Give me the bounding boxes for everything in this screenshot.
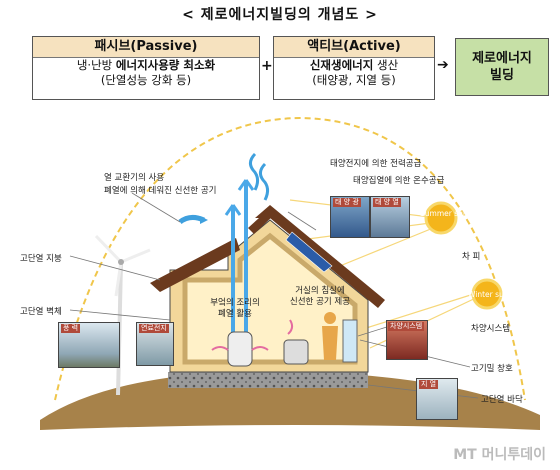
- fuel-cell-photo: 연료전지: [136, 322, 174, 366]
- shading-label: 차 피: [462, 252, 481, 262]
- wind-turbine-hub: [118, 259, 124, 265]
- plus-sign: +: [261, 58, 273, 74]
- thermal-tag: 태 양 열: [373, 198, 401, 207]
- solar-thermal-photo: 태 양 열: [370, 196, 410, 238]
- waste-heat-line-2: 폐열 활용: [218, 309, 252, 319]
- heat-exchanger-icon: [227, 331, 253, 367]
- heat-recovery-label-1: 열 교환기의 사용: [104, 173, 165, 183]
- watermark-logo: MT 머니투데이: [453, 447, 546, 463]
- house-insulation: [182, 232, 358, 365]
- solar-pv-label: 태양전지에 의한 전력공급: [330, 159, 422, 169]
- winter-sun-icon: [471, 278, 503, 310]
- sun-path-arc: [54, 116, 526, 401]
- passive-line-1-bold: 에너지사용량 최소화: [115, 58, 216, 72]
- living-line-2: 신선한 공기 제공: [289, 297, 351, 307]
- person-icon: [322, 326, 338, 360]
- insulated-wall-label: 고단열 벽체: [20, 307, 62, 317]
- shading-system-photo: 차양시스템: [386, 320, 428, 360]
- fuel-cell-tag: 연료전지: [139, 324, 169, 333]
- passive-line-1: 냉·난방 에너지사용량 최소화: [33, 58, 259, 73]
- page-title: < 제로에너지빌딩의 개념도 >: [182, 7, 378, 23]
- passive-heading: 패시브(Passive): [33, 37, 259, 58]
- insulated-roof-label: 고단열 지붕: [20, 254, 62, 264]
- person-head: [324, 312, 336, 324]
- insulated-floor-label: 고단열 바닥: [481, 395, 523, 405]
- heat-recovery-label-2: 폐열에 의해 데워진 신선한 공기: [104, 186, 217, 196]
- winter-sun-label: Winter sun: [468, 290, 509, 299]
- passive-box: 패시브(Passive) 냉·난방 에너지사용량 최소화 (단열성능 강화 등): [32, 36, 260, 100]
- geothermal-photo: 지 열: [416, 378, 458, 420]
- summer-sun-icon: [424, 201, 458, 235]
- result-line-1: 제로에너지: [472, 51, 532, 66]
- roof-pv-panel: [285, 231, 333, 273]
- wind-tag: 풍 력: [61, 324, 81, 333]
- arrow-icon: ➔: [437, 57, 449, 73]
- living-line-1: 거실의 침실에: [295, 286, 345, 296]
- active-box: 액티브(Active) 신재생에너지 생산 (태양광, 지열 등): [273, 36, 435, 100]
- appliance-icon: [283, 339, 309, 365]
- leader-lines: [69, 192, 479, 399]
- wind-turbine-blades: [94, 234, 151, 297]
- active-line-1-post: 생산: [373, 58, 399, 72]
- waste-heat-line-1: 부엌의 조리의: [210, 298, 260, 308]
- shade-tag: 차양시스템: [388, 322, 425, 331]
- active-line-1: 신재생에너지 생산: [274, 58, 434, 73]
- solar-pv-photo: 태 양 광: [330, 196, 370, 238]
- heat-flow-arrows: [211, 319, 294, 351]
- exhaust-air-swirl: [248, 152, 260, 191]
- summer-sun-label: Summer sun: [420, 209, 468, 218]
- passive-line-1-pre: 냉·난방: [76, 58, 116, 72]
- result-line-2: 빌딩: [490, 68, 514, 83]
- geo-tag: 지 열: [419, 380, 439, 389]
- active-line-2: (태양광, 지열 등): [312, 73, 396, 87]
- left-roof: [150, 238, 240, 292]
- airtight-window: [342, 319, 358, 363]
- pv-tag: 태 양 광: [333, 198, 361, 207]
- airtight-window-label: 고기밀 창호: [471, 364, 513, 374]
- sun-system-label: 차양시스템: [471, 324, 511, 334]
- passive-line-2: (단열성능 강화 등): [100, 73, 192, 87]
- wind-photo: 풍 력: [58, 322, 120, 368]
- ground: [40, 371, 540, 430]
- solar-thermal-label: 태양집열에 의한 온수공급: [353, 176, 445, 186]
- active-heading: 액티브(Active): [274, 37, 434, 58]
- active-line-1-bold: 신재생에너지: [309, 58, 374, 72]
